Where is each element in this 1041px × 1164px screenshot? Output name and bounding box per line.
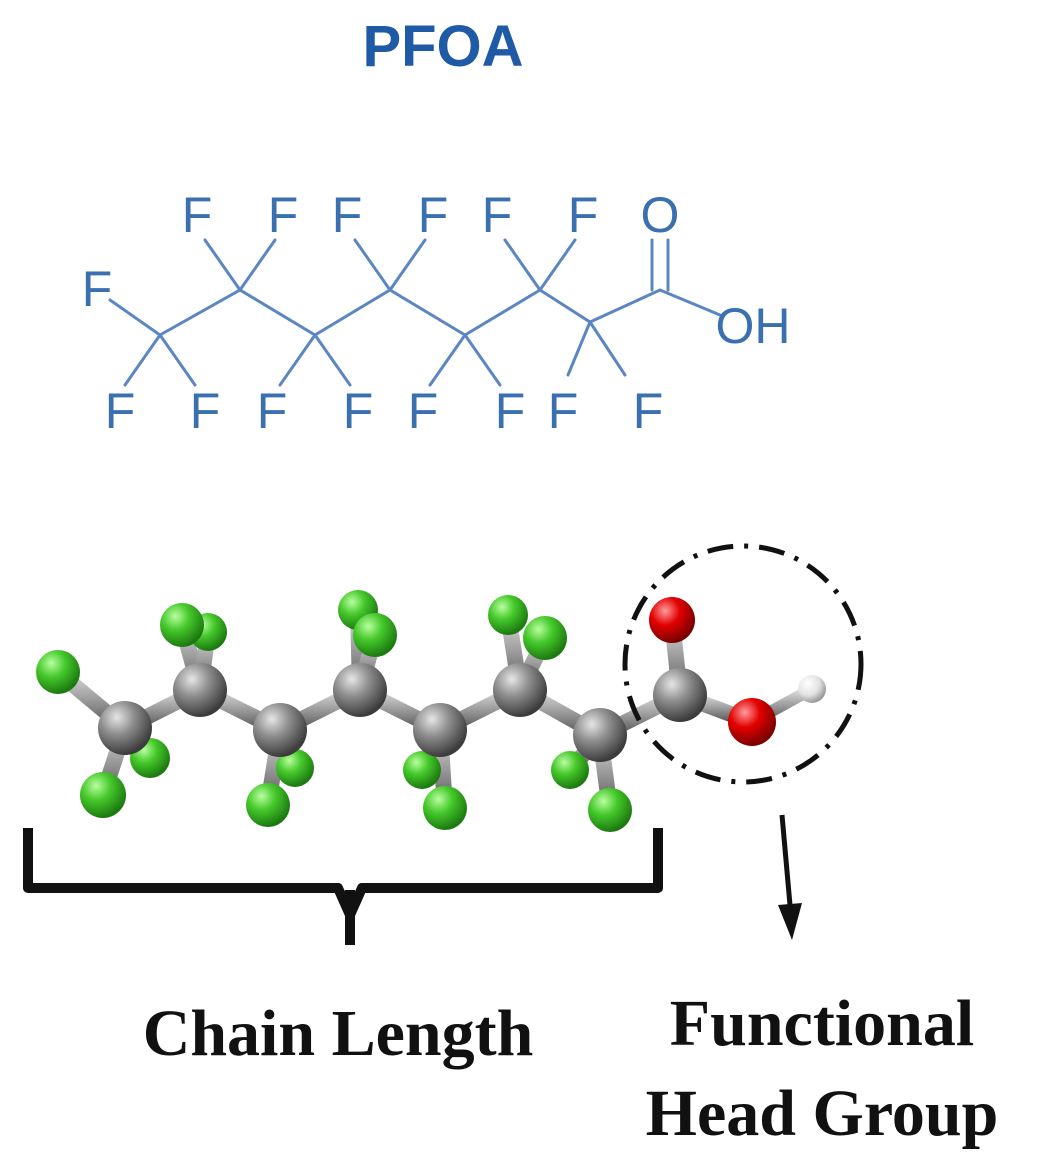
cf-bond bbox=[566, 320, 592, 377]
fluorine-atom bbox=[80, 772, 126, 818]
fluorine-label: F bbox=[568, 187, 599, 243]
fluorine-atom bbox=[36, 650, 80, 694]
cf-bond bbox=[123, 333, 162, 387]
oxygen-label: O bbox=[641, 187, 680, 243]
fluorine-atom bbox=[160, 603, 204, 647]
cf-bond bbox=[278, 333, 317, 387]
fluorine-atom bbox=[246, 783, 290, 827]
cf-bond bbox=[503, 238, 542, 292]
fluorine-atom bbox=[353, 613, 397, 657]
fluorine-atom bbox=[403, 751, 441, 789]
head-group-arrow-head bbox=[778, 903, 802, 940]
cf-bond bbox=[108, 298, 162, 337]
fluorine-atoms-front bbox=[36, 603, 632, 832]
hydroxyl-oxygen-atom bbox=[728, 698, 776, 746]
hydrogen-atom bbox=[798, 675, 826, 703]
fluorine-atom bbox=[551, 751, 589, 789]
head-group-highlight-circle bbox=[622, 543, 864, 785]
fluorine-label: F bbox=[182, 187, 213, 243]
fluorine-label: F bbox=[82, 261, 113, 317]
fluorine-label: F bbox=[482, 187, 513, 243]
cf-bond bbox=[428, 333, 467, 387]
carbonyl-oxygen-atom bbox=[649, 597, 695, 643]
carbon-atom bbox=[253, 703, 307, 757]
head-group-arrow-line bbox=[779, 814, 793, 906]
cf-bond bbox=[238, 238, 277, 292]
structural-formula bbox=[108, 238, 722, 387]
carbon-atom bbox=[333, 663, 387, 717]
fluorine-label: F bbox=[408, 383, 439, 439]
functional-head-group-label-line1: Functional bbox=[670, 987, 974, 1060]
carbon-atom bbox=[493, 663, 547, 717]
fluorine-label: F bbox=[268, 187, 299, 243]
fluorine-label: F bbox=[105, 383, 136, 439]
cf-bond bbox=[388, 238, 427, 292]
title: PFOA bbox=[362, 14, 523, 79]
fluorine-atom bbox=[488, 595, 528, 635]
fluorine-label: F bbox=[190, 383, 221, 439]
carbon-atom bbox=[413, 703, 467, 757]
carbon-atom bbox=[173, 663, 227, 717]
fluorine-label: F bbox=[332, 187, 363, 243]
fluorine-label: F bbox=[343, 383, 374, 439]
carbon-atoms bbox=[98, 663, 707, 762]
chain-length-label: Chain Length bbox=[143, 997, 534, 1070]
fluorine-atom bbox=[588, 788, 632, 832]
fluorine-label: F bbox=[548, 383, 579, 439]
functional-head-group-label-line2: Head Group bbox=[646, 1077, 999, 1150]
ball-and-stick-model bbox=[36, 590, 826, 832]
carbon-atom bbox=[653, 668, 707, 722]
fluorine-label: F bbox=[633, 383, 664, 439]
carbon-atom bbox=[98, 701, 152, 755]
fluorine-atom bbox=[423, 786, 467, 830]
hydroxyl-label: OH bbox=[716, 298, 791, 354]
chain-bracket bbox=[23, 828, 663, 920]
cf-bond bbox=[313, 333, 352, 387]
cf-bond bbox=[353, 238, 392, 292]
cf-bond bbox=[588, 320, 627, 377]
cf-bond bbox=[158, 333, 197, 387]
carbon-atom bbox=[573, 708, 627, 762]
atom-labels: F F F F F F F F F F F F F F F O OH bbox=[82, 187, 791, 439]
fluorine-label: F bbox=[418, 187, 449, 243]
fluorine-label: F bbox=[495, 383, 526, 439]
cf-bond bbox=[463, 333, 502, 387]
cf-bond bbox=[538, 238, 577, 292]
carbon-backbone bbox=[158, 288, 722, 337]
fluorine-atom bbox=[523, 616, 567, 660]
cf-bond bbox=[203, 238, 242, 292]
fluorine-atom bbox=[276, 749, 314, 787]
fluorine-label: F bbox=[257, 383, 288, 439]
